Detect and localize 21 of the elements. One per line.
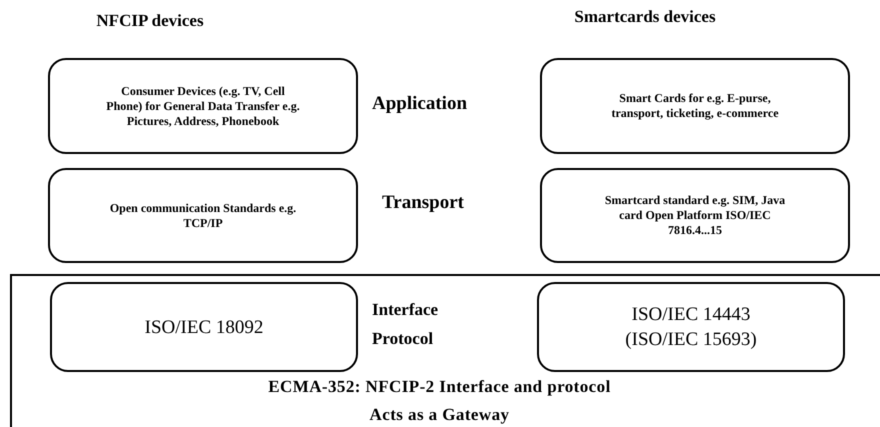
layer-label: Protocol [372, 328, 434, 350]
box-text: Consumer Devices (e.g. TV, Cell Phone) for General Data Transfer e.g. Pictures, Address, Phonebook [105, 84, 301, 128]
box-text: Smart Cards for e.g. E-purse, transport, ticketing, e-commerce [610, 91, 780, 121]
layer-label: Application [372, 92, 468, 116]
layer-label: Interface [372, 299, 440, 321]
box-text: ISO/IEC 14443 (ISO/IEC 15693) [624, 303, 758, 352]
gateway-panel [10, 274, 880, 427]
box-text: Smartcard standard e.g. SIM, Java card Open Platform ISO/IEC 7816.4...15 [604, 193, 786, 238]
protocol-box [537, 282, 845, 372]
layer-box [48, 168, 358, 263]
protocol-box [50, 282, 358, 372]
layer-box [48, 58, 358, 154]
panel-heading: ECMA-352: NFCIP-2 Interface and protocol [268, 376, 611, 398]
column-heading: Smartcards devices [573, 6, 717, 28]
box-text: Open communication Standards e.g. TCP/IP [108, 200, 298, 230]
box-text: ISO/IEC 18092 [144, 316, 264, 340]
panel-heading: Acts as a Gateway [370, 404, 510, 426]
layer-label: Transport [382, 191, 465, 215]
layer-box [540, 168, 850, 263]
layer-box [540, 58, 850, 154]
column-heading: NFCIP devices [95, 10, 205, 32]
